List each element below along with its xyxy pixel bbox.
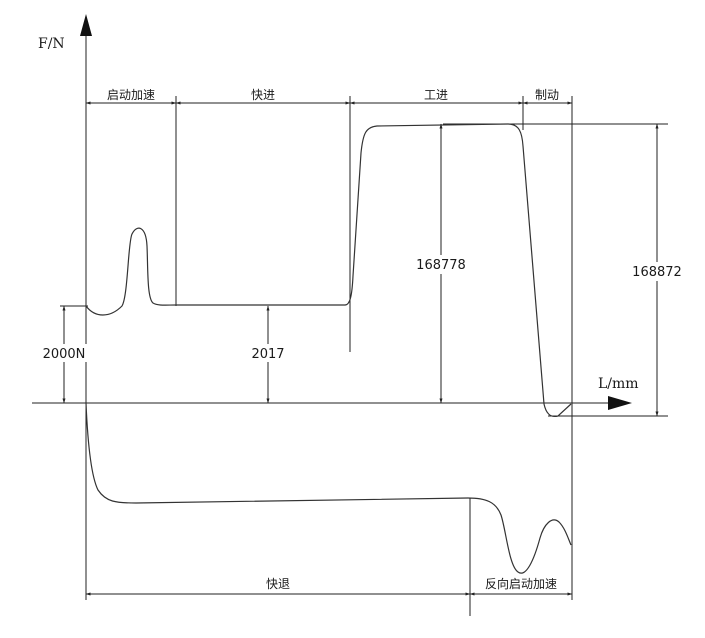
phase-label-fast-return: 快退 xyxy=(266,577,290,591)
phase-label-work-feed: 工进 xyxy=(424,88,448,102)
mask-fast-forward-force xyxy=(250,344,288,362)
value-peak-force: 168872 xyxy=(632,265,682,280)
return-force-curve xyxy=(85,402,572,574)
x-axis-label: L/mm xyxy=(598,376,639,392)
mask-work-feed-force xyxy=(415,255,469,274)
value-fast-forward-force: 2017 xyxy=(251,347,284,362)
phase-label-reverse-start-accel: 反向启动加速 xyxy=(485,576,557,591)
value-work-feed-force: 168778 xyxy=(416,258,466,273)
phase-label-braking: 制动 xyxy=(535,88,559,102)
y-axis-arrowhead xyxy=(80,14,92,36)
x-axis-arrowhead xyxy=(608,396,632,410)
forward-force-curve xyxy=(85,123,572,418)
value-initial-force: 2000N xyxy=(43,347,86,362)
phase-label-fast-forward: 快进 xyxy=(251,88,275,102)
y-axis-label: F/N xyxy=(38,36,65,52)
mask-initial-force xyxy=(42,344,88,362)
phase-label-start-accel: 启动加速 xyxy=(107,88,155,102)
mask-peak-force xyxy=(630,262,684,281)
